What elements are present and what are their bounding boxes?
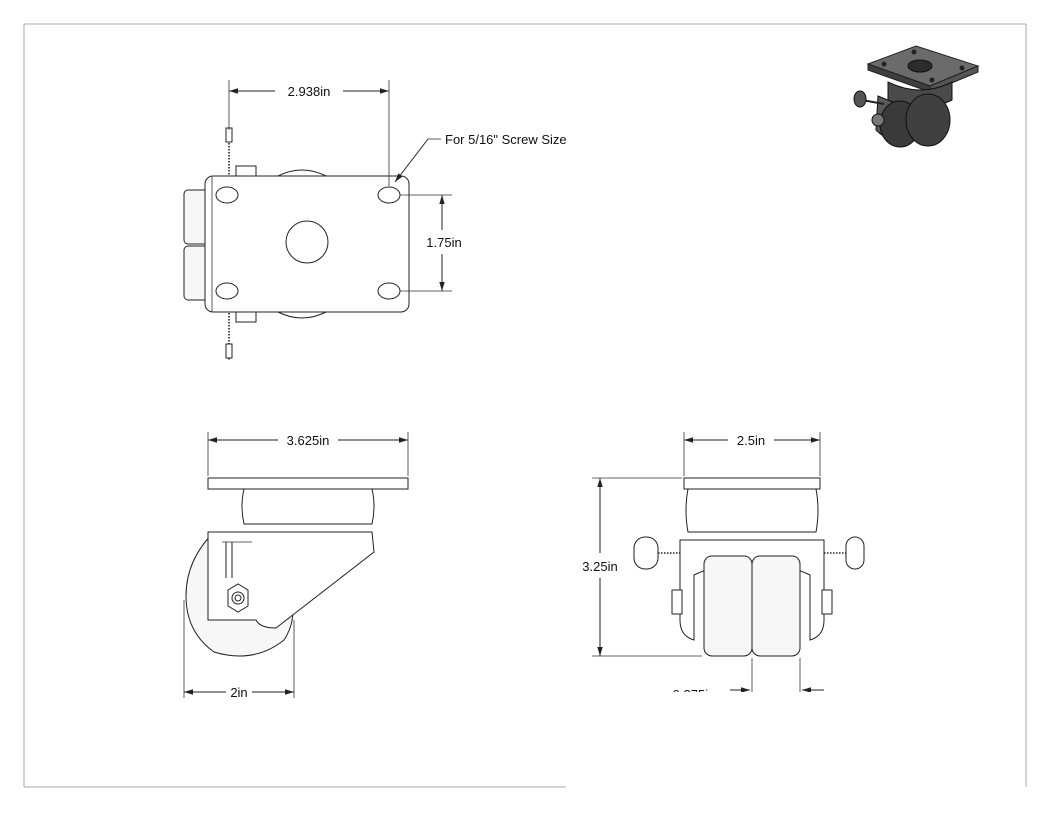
dim-front-height: 3.25in [582,559,617,574]
side-swivel [241,488,375,525]
front-view: 2.5in 3.25in 0.875in [582,432,865,712]
front-wheel-right [751,555,801,657]
kingpin-hole [285,220,329,264]
front-swivel [685,488,819,533]
sheet-border [23,23,1027,788]
front-plate [683,477,821,490]
brake-knob-right [845,536,865,570]
bolt-hole-tr [377,186,401,204]
bolt-hole-bl [215,282,239,300]
bolt-hole-tl [215,186,239,204]
dim-top-height: 1.75in [426,235,461,250]
dim-top-width: 2.938in [288,84,331,99]
screw-size-note: For 5/16" Screw Size [445,132,567,147]
brake-knob-left [633,536,659,570]
top-view: 2.938in 1.75in For 5/16" Screw Size [183,80,567,360]
side-plate [207,477,409,490]
isometric-render [853,45,980,148]
side-fork [207,531,375,629]
front-wheel-left [703,555,753,657]
side-view: 3.625in 2in [183,432,409,700]
dim-side-wheel: 2in [230,685,247,700]
bolt-hole-br [377,282,401,300]
dim-side-plate: 3.625in [287,433,330,448]
dim-front-plate: 2.5in [737,433,765,448]
